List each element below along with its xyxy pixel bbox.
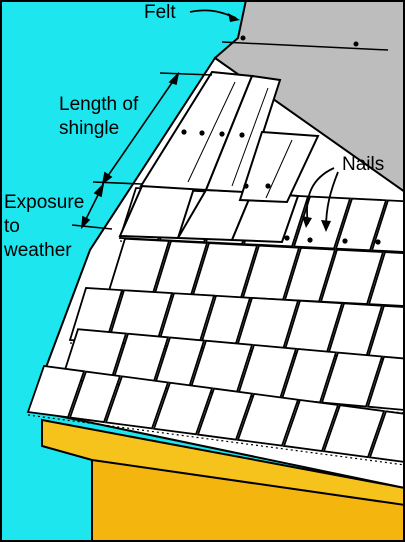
label-felt: Felt [144, 2, 176, 23]
shingle [238, 130, 320, 204]
shingle [68, 370, 122, 424]
shingle-nail [307, 237, 313, 243]
shingle-nail [239, 132, 245, 138]
shingle [292, 195, 352, 250]
shingle [282, 398, 340, 452]
shingle [236, 392, 300, 447]
wood-grain [231, 87, 269, 187]
shingle [334, 197, 388, 252]
shingle [104, 375, 170, 430]
shingle-nail [342, 238, 348, 244]
nails-arrowhead [302, 216, 312, 228]
label-length-line2: shingle [59, 118, 119, 139]
felt-nail [240, 35, 246, 41]
label-exposure-line3: weather [3, 240, 72, 261]
nails-arrow [306, 167, 335, 225]
label-exposure-line2: to [4, 216, 20, 237]
fascia-board [41, 418, 405, 507]
shingle-butt-edge [27, 414, 405, 466]
label-exposure-line1: Exposure [4, 192, 84, 213]
wood-grain [187, 81, 236, 183]
felt-arrowhead [228, 13, 240, 22]
shingle [196, 387, 254, 441]
wood-grain [265, 139, 293, 199]
felt-edge-line [221, 41, 389, 51]
shingle-nail [199, 130, 205, 136]
top-shingle-group [139, 70, 381, 245]
shingle [368, 410, 405, 463]
shingle-nail [284, 235, 290, 241]
shingle [367, 251, 405, 307]
shingle-nail [243, 183, 249, 189]
shingle [230, 190, 300, 244]
shingle-nail [375, 239, 381, 245]
shingle [370, 199, 405, 253]
shingle [366, 355, 405, 411]
shingle-nail [181, 129, 187, 135]
shingle [322, 404, 386, 459]
length-dimension [92, 71, 213, 185]
shingle-nail [265, 183, 271, 189]
shingle-nail [219, 131, 225, 137]
label-length-line1: Length of [59, 94, 139, 115]
felt-nail [353, 41, 359, 47]
shingle [320, 351, 384, 408]
label-nails: Nails [342, 154, 384, 175]
exposure-dimension [71, 182, 113, 230]
shingle [26, 365, 86, 419]
nails-arrowhead [321, 220, 331, 232]
shingle [152, 381, 214, 436]
